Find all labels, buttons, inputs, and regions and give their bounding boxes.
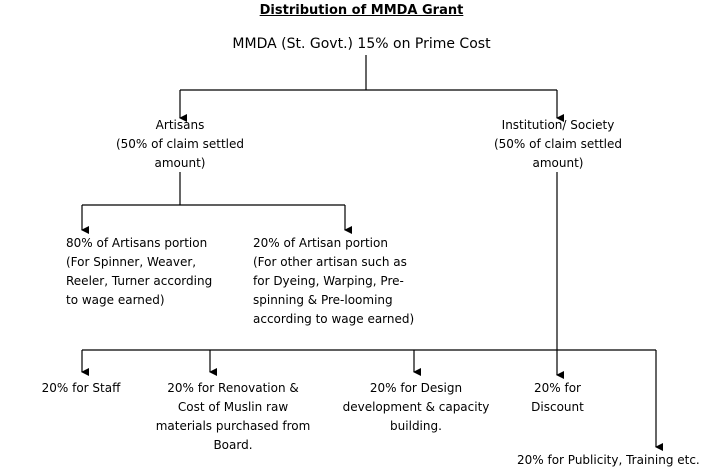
node-publicity: 20% for Publicity, Training etc.	[517, 453, 700, 467]
diagram-title: Distribution of MMDA Grant	[259, 3, 464, 18]
node-renovation: 20% for Renovation & Cost of Muslin raw …	[155, 381, 311, 452]
node-artisans: Artisans (50% of claim settled amount)	[115, 118, 245, 170]
node-institution: Institution/ Society (50% of claim settl…	[493, 118, 623, 170]
node-artisan-20: 20% of Artisan portion (For other artisa…	[253, 236, 415, 326]
node-design: 20% for Design development & capacity bu…	[342, 381, 490, 433]
root-node: MMDA (St. Govt.) 15% on Prime Cost	[232, 36, 491, 52]
node-discount: 20% for Discount	[531, 381, 584, 414]
node-staff: 20% for Staff	[41, 381, 121, 395]
node-artisan-80: 80% of Artisans portion (For Spinner, We…	[66, 236, 213, 307]
